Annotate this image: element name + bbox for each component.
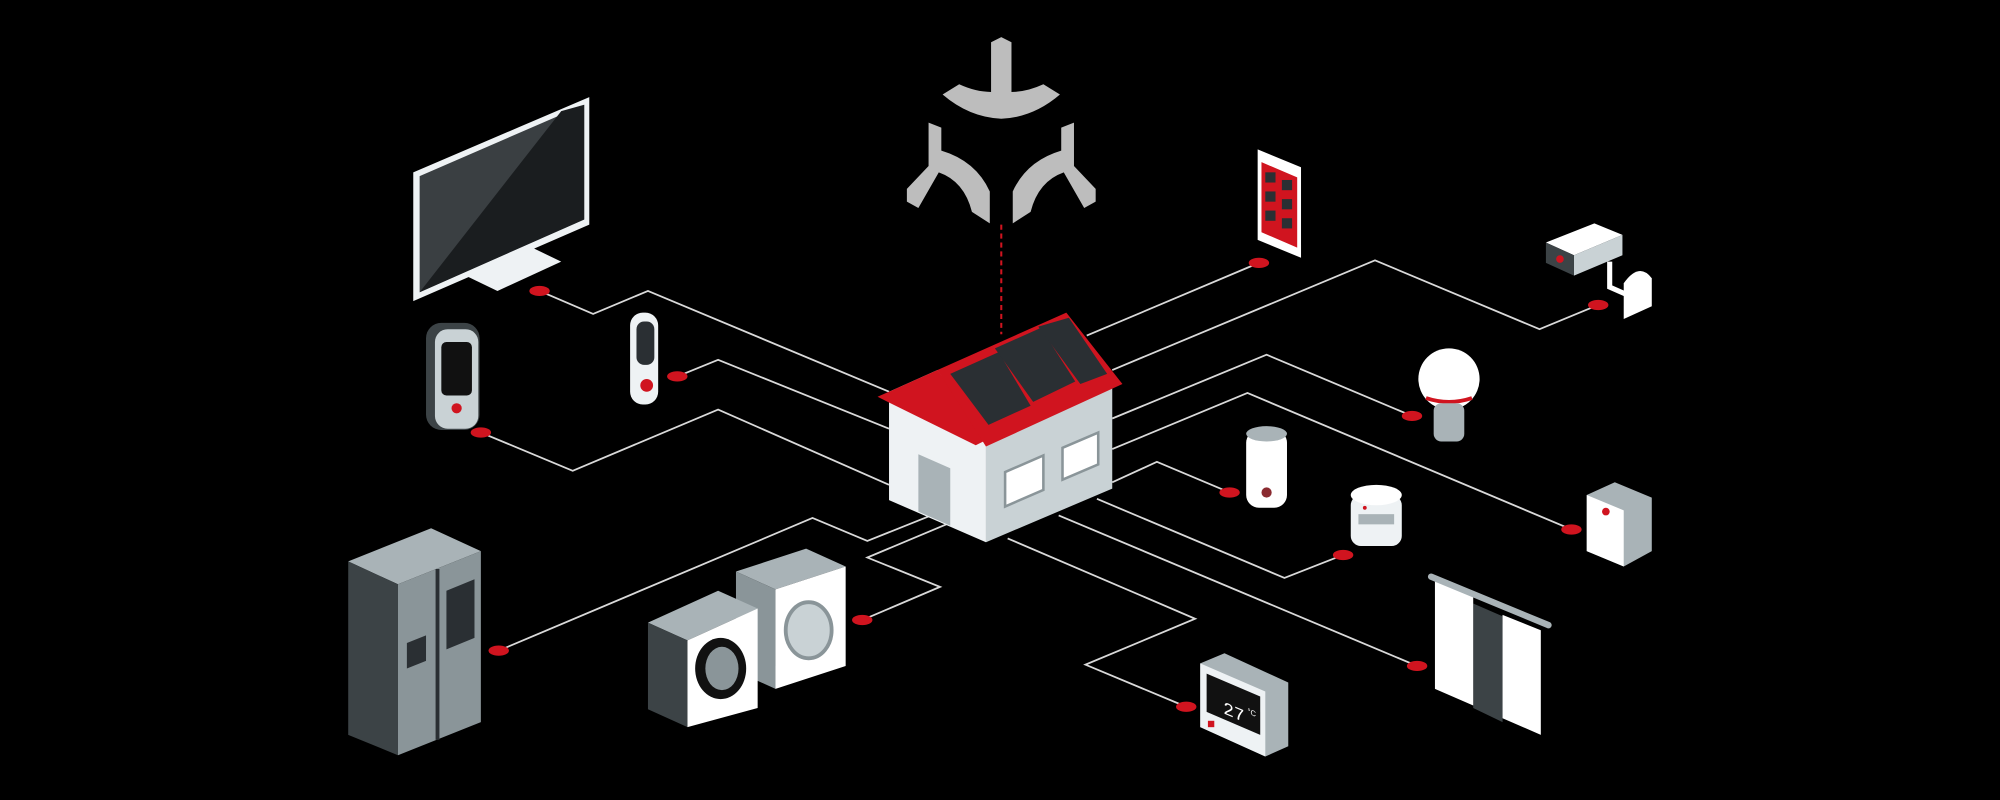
dot-tv: [529, 285, 550, 297]
video-doorbell-icon: [630, 312, 659, 405]
wire-tv: [539, 289, 890, 393]
smart-speaker-icon: [1246, 426, 1287, 508]
wire-fridge: [498, 514, 932, 652]
dot-door-lock: [470, 427, 492, 438]
wire-doorbell: [676, 358, 890, 430]
washing-machine-icon: [647, 548, 846, 728]
dot-curtains: [1406, 660, 1428, 672]
dot-tablet: [1248, 257, 1270, 268]
wire-smart-plug: [1111, 392, 1572, 531]
television-icon: [413, 97, 590, 302]
wire-washers: [861, 523, 947, 621]
dot-bulb: [1401, 410, 1423, 422]
wire-curtains: [1058, 514, 1418, 667]
control-tablet-icon: [1257, 149, 1302, 258]
wire-tablet: [1086, 262, 1260, 337]
wire-speaker: [1111, 460, 1230, 494]
connection-dots: [470, 257, 1609, 712]
dot-smoke-detector: [1332, 549, 1354, 561]
dot-camera: [1588, 299, 1609, 311]
smart-curtain-icon: [1427, 573, 1552, 735]
dot-smart-plug: [1561, 524, 1582, 535]
dot-speaker: [1219, 487, 1240, 498]
security-camera-icon: [1545, 223, 1652, 320]
dot-fridge: [488, 645, 509, 656]
smart-house-with-solar-panels: [877, 312, 1123, 543]
wire-thermostat: [1007, 537, 1198, 708]
refrigerator-icon: [348, 528, 481, 756]
smart-bulb-icon: [1418, 348, 1480, 442]
smart-plug-icon: [1586, 482, 1652, 567]
three-arrows-converging-logo: [906, 37, 1096, 224]
wire-smoke-detector: [1096, 498, 1344, 579]
wire-camera: [1111, 259, 1599, 371]
keypad-lock-icon: [426, 322, 480, 430]
dot-washers: [852, 614, 873, 626]
dot-doorbell: [667, 371, 688, 382]
thermostat-icon: 27 °C: [1200, 653, 1289, 757]
wire-bulb: [1111, 353, 1413, 420]
smoke-detector-icon: [1350, 484, 1402, 547]
dot-thermostat: [1176, 701, 1197, 712]
thermostat-reading: 27: [1223, 698, 1244, 728]
wire-door-lock: [480, 408, 890, 486]
connections: [480, 224, 1599, 708]
thermostat-unit: °C: [1247, 707, 1256, 719]
